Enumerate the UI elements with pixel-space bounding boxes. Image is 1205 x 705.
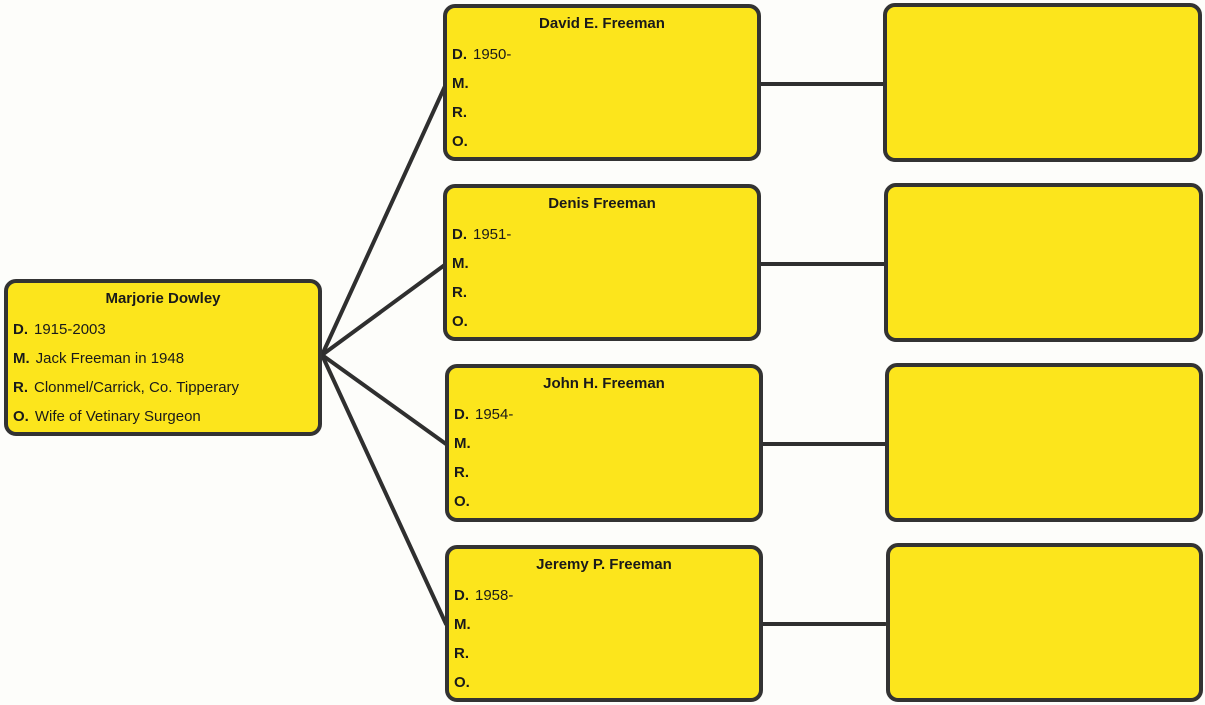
person-box-child-4[interactable]: Jeremy P. Freeman D. 1958- M. R. O. [445,545,763,702]
field-row-residence: R. [452,284,473,301]
field-label: M. [13,350,30,367]
spouse-box-child-2[interactable] [884,183,1203,342]
field-value: 1958- [475,587,514,604]
spouse-box-child-3[interactable] [885,363,1203,522]
person-box-child-2[interactable]: Denis Freeman D. 1951- M. R. O. [443,184,761,341]
field-value: 1954- [475,406,514,423]
field-row-occupation: O. Wife of Vetinary Surgeon [13,408,201,425]
field-row-occupation: O. [452,133,474,150]
field-row-dates: D. 1915-2003 [13,321,106,338]
field-row-occupation: O. [454,674,476,691]
field-value: 1951- [473,226,512,243]
field-value: Wife of Vetinary Surgeon [34,408,201,425]
field-row-dates: D. 1950- [452,46,511,63]
person-box-child-3[interactable]: John H. Freeman D. 1954- M. R. O. [445,364,763,522]
field-label: D. [13,321,28,338]
connector-parent-to-child-1 [320,82,448,357]
field-value: 1915-2003 [34,321,106,338]
field-label: O. [452,133,468,150]
field-label: D. [452,46,467,63]
field-label: D. [454,406,469,423]
field-label: R. [454,645,469,662]
field-row-residence: R. [454,645,475,662]
field-label: R. [13,379,28,396]
field-row-dates: D. 1958- [454,587,513,604]
person-box-child-1[interactable]: David E. Freeman D. 1950- M. R. O. [443,4,761,161]
field-value: 1950- [473,46,512,63]
field-row-residence: R. Clonmel/Carrick, Co. Tipperary [13,379,239,396]
person-name: Marjorie Dowley [105,290,221,307]
field-row-married: M. [454,435,477,452]
field-row-married: M. [452,255,475,272]
person-box-parent[interactable]: Marjorie Dowley D. 1915-2003 M. Jack Freem… [4,279,322,436]
field-row-residence: R. [452,104,473,121]
field-label: D. [452,226,467,243]
spouse-box-child-1[interactable] [883,3,1202,162]
field-row-married: M. [454,616,477,633]
person-name: Denis Freeman [548,195,656,212]
field-row-dates: D. 1954- [454,406,513,423]
spouse-box-child-4[interactable] [886,543,1203,702]
field-label: O. [452,313,468,330]
field-label: O. [454,493,470,510]
field-label: M. [454,435,471,452]
field-label: R. [454,464,469,481]
connector-parent-to-child-2 [320,262,448,357]
field-row-dates: D. 1951- [452,226,511,243]
person-name: David E. Freeman [539,15,665,32]
person-name: John H. Freeman [543,375,665,392]
person-name: Jeremy P. Freeman [536,556,672,573]
field-row-residence: R. [454,464,475,481]
field-row-married: M. Jack Freeman in 1948 [13,350,184,367]
field-label: M. [452,75,469,92]
field-label: O. [13,408,29,425]
field-row-married: M. [452,75,475,92]
field-label: D. [454,587,469,604]
field-row-occupation: O. [454,493,476,510]
field-value: Clonmel/Carrick, Co. Tipperary [34,379,240,396]
connector-parent-to-child-3 [320,353,448,446]
field-label: O. [454,674,470,691]
field-row-occupation: O. [452,313,474,330]
field-label: M. [454,616,471,633]
connector-parent-to-child-4 [320,353,448,626]
field-label: R. [452,284,467,301]
field-label: M. [452,255,469,272]
field-value: Jack Freeman in 1948 [35,350,185,367]
field-label: R. [452,104,467,121]
